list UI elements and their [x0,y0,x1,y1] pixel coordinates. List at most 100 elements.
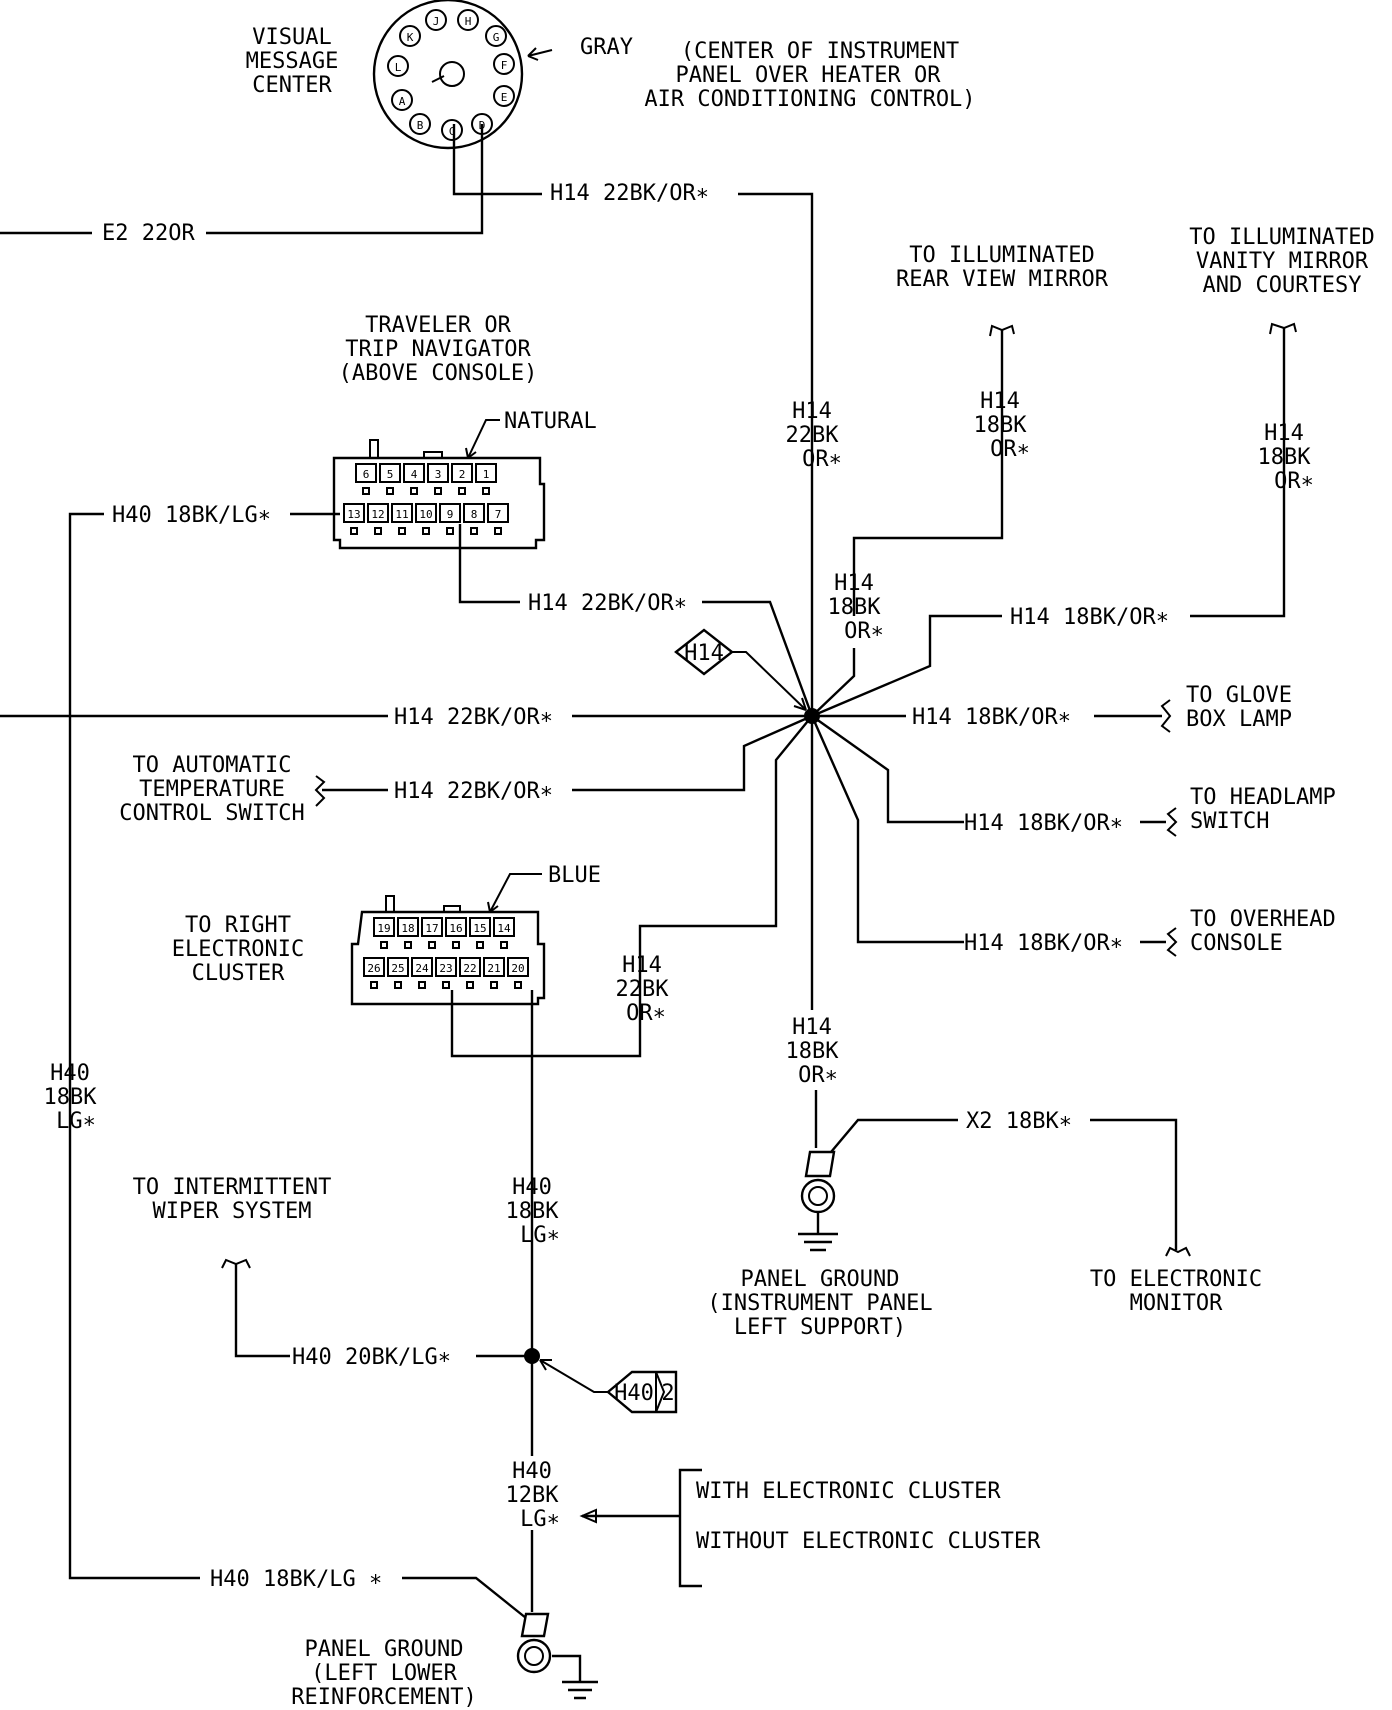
traveler-pin-cell [487,503,509,523]
vmc-pin-label: B [417,119,424,132]
panel-ground-title-3: LEFT SUPPORT) [734,1315,906,1340]
h40-left-label-2: 18BK [44,1085,98,1110]
vmc-title-1: VISUAL [252,25,331,50]
upper-label-1: H14 [834,571,874,596]
wire-rear-mirror-to-splice [811,648,856,717]
ground-terminal-tab [804,1150,836,1178]
h40-splice: H40 2 H40 12BK LG∗ [506,1348,678,1612]
wire-vmc-d [206,124,484,235]
wire-wiper [234,1264,290,1358]
vanity-title-3: AND COURTESY [1203,273,1362,298]
overhead-connector-icon [1166,927,1178,957]
wire-rear-mirror [852,330,1004,616]
traveler-pin-socket [458,487,466,495]
h40-splice-arrowhead [539,1359,552,1371]
traveler-pin-cell [451,463,473,483]
vlabel-2: 22BK [786,423,840,448]
vmc-pin-label: G [493,31,500,44]
ground-label-1: H14 [792,1015,832,1040]
cluster-pin-label: 16 [449,922,462,935]
traveler-pin-socket [362,487,370,495]
cluster-pin-cell [483,957,505,977]
cluster-title-3: CLUSTER [192,961,285,986]
cluster-pin-label: 22 [463,962,476,975]
vmc-wires: H14 22BK/OR∗ E2 22OR [0,124,814,716]
cluster-pin-socket [370,981,378,989]
cluster-pin-cell [445,917,467,937]
rear-mirror-label-2: 18BK [974,413,1028,438]
traveler-pin-socket [494,527,502,535]
wire-headlamp [811,715,964,824]
cluster-title-1: TO RIGHT [185,913,291,938]
vmc-center-key [431,75,445,83]
lower-ground-terminal-tab [520,1612,550,1638]
wire-traveler-9 [458,524,520,604]
monitor-connector-icon [1165,1246,1191,1257]
vmc-pin-label: A [399,95,406,108]
traveler-title-1: TRAVELER OR [365,313,511,338]
gray-arrowhead [527,47,539,61]
vmc-pin-label: C [449,125,456,138]
traveler-color-label: NATURAL [504,409,597,434]
vmc-pin-e [493,85,515,107]
traveler-pin-cell [403,463,425,483]
vanity-title-2: VANITY MIRROR [1196,249,1369,274]
wiper-title-1: TO INTERMITTENT [133,1175,332,1200]
cluster-pin-label: 14 [497,922,511,935]
atc-title-3: CONTROL SWITCH [119,801,304,826]
overhead-branch: H14 18BK/OR∗ TO OVERHEAD CONSOLE [810,715,1336,957]
traveler-pin-label: 3 [435,468,442,481]
traveler-wires: H40 18BK/LG∗ H14 22BK/OR∗ [68,503,814,1580]
vlabel-1: H14 [792,399,832,424]
cluster-pin-label: 19 [377,922,390,935]
headlamp-title-1: TO HEADLAMP [1190,785,1336,810]
h14-main-wires: H14 22BK/OR∗ H14 18BK/OR∗ TO GLOVE BOX L… [0,683,1292,733]
lower-ground-ring-outer [516,1638,552,1674]
traveler-pin-cell [367,503,389,523]
wire-traveler-to-splice [702,600,814,717]
traveler-pin-label: 11 [395,508,408,521]
upper-label-3: OR∗ [844,619,884,644]
atc-connector-icon [314,775,326,807]
wire-label-vanity: H14 18BK/OR∗ [1010,605,1169,630]
traveler-pin-socket [398,527,406,535]
monitor-title-2: MONITOR [1130,1291,1223,1316]
traveler-title-2: TRIP NAVIGATOR [345,337,531,362]
traveler-latch [369,439,379,459]
h40-splice-tag-point [655,1371,666,1413]
cluster-pin-socket [490,981,498,989]
cluster-pin-cell [435,957,457,977]
atc-title-2: TEMPERATURE [139,777,285,802]
overhead-title-1: TO OVERHEAD [1190,907,1336,932]
cluster-pin-socket [514,981,522,989]
cluster-pin-socket [404,941,412,949]
lower-ground-title-3: REINFORCEMENT) [291,1685,476,1710]
cluster-pin-socket [394,981,402,989]
panel-ground-lower: H40 18BK/LG ∗ PANEL GROUND (LEFT LOWER R… [210,1567,598,1710]
cluster-legend: WITH ELECTRONIC CLUSTER WITHOUT ELECTRON… [579,1468,1041,1588]
lower-ground-title-1: PANEL GROUND [305,1637,464,1662]
traveler-title-3: (ABOVE CONSOLE) [339,361,538,386]
vmc-color-label: GRAY [580,35,633,60]
ground-label-2: 18BK [786,1039,840,1064]
upper-label-2: 18BK [828,595,882,620]
h40-splice-tag-number: 2 [661,1381,674,1406]
lower-ground-symbol [552,1654,598,1700]
wire-atc-to-splice [572,714,813,792]
vmc-pin-f [493,53,515,75]
wire-vmc-c [452,124,542,196]
panel-ground-instrument: H14 18BK OR∗ X2 18BK∗ TO ELECTRONIC MONI… [707,716,1262,1340]
wire-x2-right [1090,1118,1178,1250]
traveler-pin-socket [470,527,478,535]
wire-vanity [1190,328,1286,618]
vmc-pin-label: F [501,59,508,72]
h40-splice-pointer [539,1359,608,1393]
panel-ground-title-1: PANEL GROUND [741,1267,900,1292]
legend-without-cluster: WITHOUT ELECTRONIC CLUSTER [696,1529,1041,1554]
cluster-h14-label-3: OR∗ [626,1001,666,1026]
legend-with-cluster: WITH ELECTRONIC CLUSTER [696,1479,1001,1504]
cluster-pin-socket [380,941,388,949]
